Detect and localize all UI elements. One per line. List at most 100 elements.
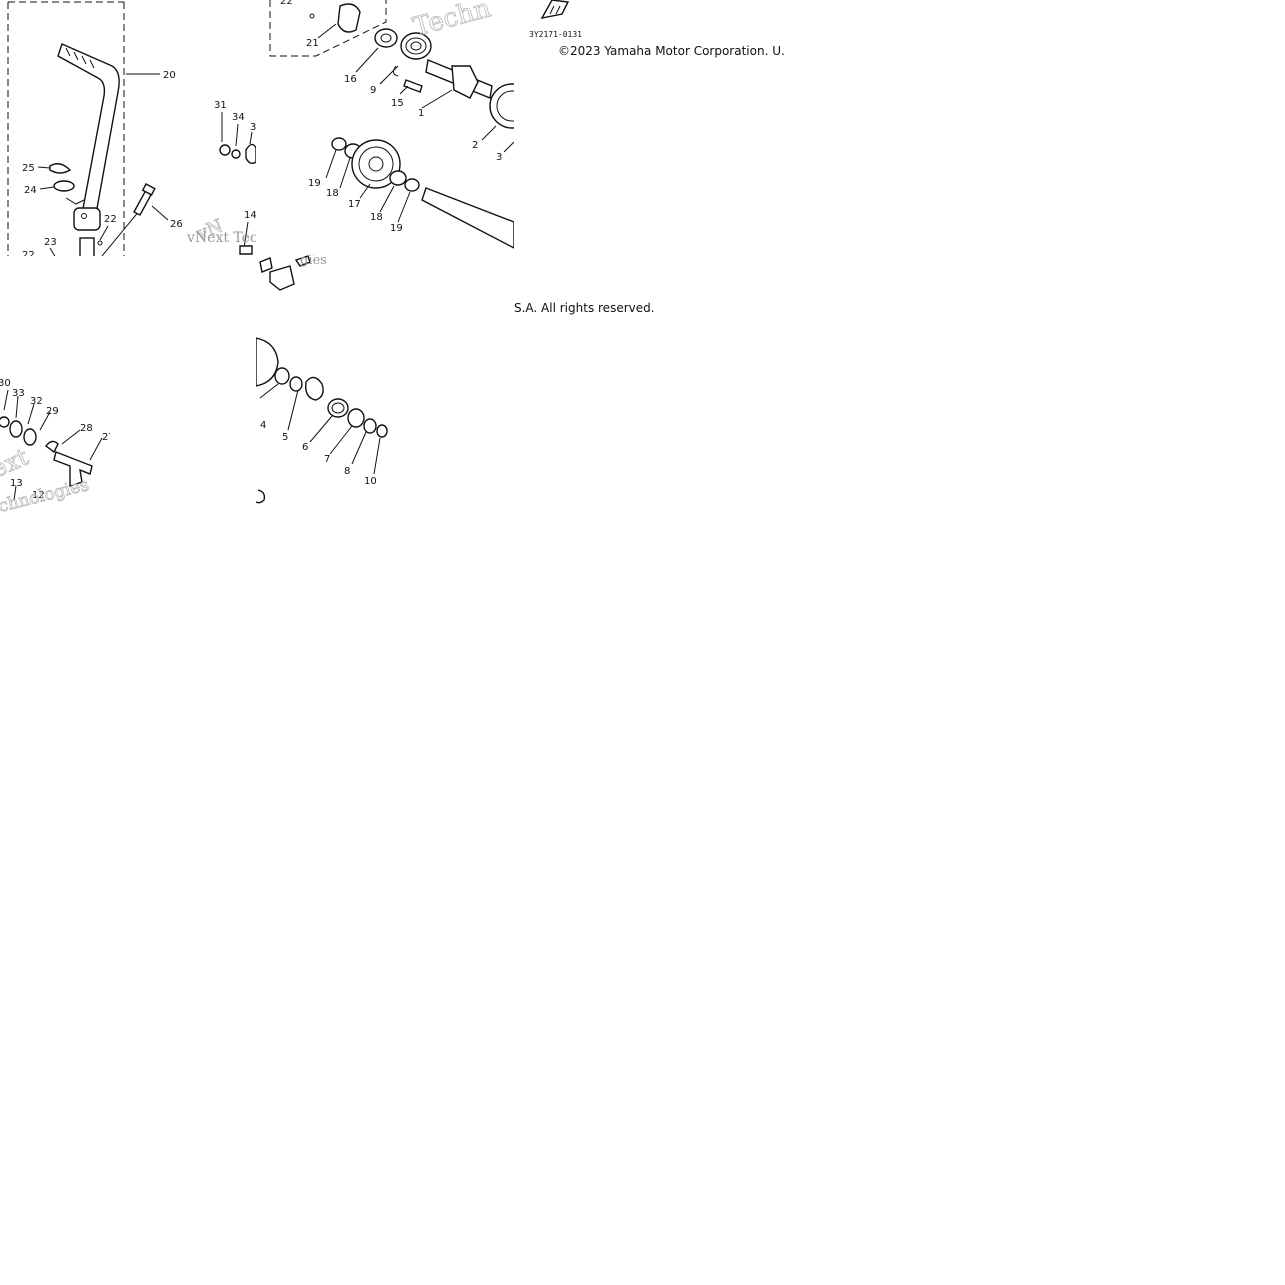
washer-24 — [53, 180, 75, 192]
leader-9 — [379, 65, 399, 85]
leader-15 — [399, 85, 409, 95]
leader-7 — [329, 425, 353, 455]
callout-3c: 3 — [496, 152, 502, 163]
washer-8b — [363, 418, 377, 434]
leader-26-axis — [101, 209, 141, 256]
callout-32: 32 — [30, 396, 43, 407]
drawing-code: 3Y2171-0131 — [529, 30, 582, 39]
callout-18b: 18 — [370, 212, 383, 223]
fwd-arrow-shape — [540, 0, 570, 19]
kick-shaft-drawing: 22 21 16 9 15 1 2 3 19 18 17 18 19 Techn… — [269, 0, 514, 256]
callout-22c: 22 — [280, 0, 293, 7]
leader-27 — [89, 437, 103, 461]
axle-fragment — [421, 187, 514, 249]
leader-33 — [15, 395, 19, 419]
leader-5 — [287, 389, 299, 431]
callout-4: 4 — [260, 420, 266, 431]
kick-gear-2 — [489, 83, 514, 129]
leader-21 — [317, 23, 337, 39]
oil-seal-16-inner — [380, 33, 392, 43]
callout-29: 29 — [46, 406, 59, 417]
leader-19b — [397, 191, 411, 223]
callout-17: 17 — [348, 199, 361, 210]
callout-25: 25 — [22, 163, 35, 174]
ratchet-parts-drawing: 4 5 6 7 8 10 — [256, 337, 388, 504]
leader-3b — [503, 141, 514, 153]
leader-13 — [13, 485, 17, 501]
callout-7: 7 — [324, 454, 330, 465]
lever-fragment-c — [294, 255, 311, 267]
copyright-line-2: S.A. All rights reserved. — [514, 301, 655, 315]
leader-17 — [359, 183, 371, 199]
callout-28: 28 — [80, 423, 93, 434]
watermark-gies-2: gies — [300, 253, 327, 268]
callout-14: 14 — [244, 210, 257, 221]
leader-18a — [339, 157, 351, 189]
assembly-box-2 — [269, 0, 387, 57]
leader-25 — [37, 166, 51, 169]
washer-33 — [9, 420, 23, 438]
callout-30: 30 — [0, 378, 11, 389]
leader-29 — [39, 411, 51, 431]
callout-22: 22 — [104, 214, 117, 225]
callout-33: 33 — [12, 388, 25, 399]
shift-shaft-drawing: 30 33 32 29 28 27 13 12 ext chnologies — [0, 378, 110, 514]
spring-9-coil — [405, 37, 427, 55]
callout-22b: 22 — [22, 250, 35, 256]
callout-1: 1 — [418, 108, 424, 119]
callout-15: 15 — [391, 98, 404, 109]
ratchet-21 — [337, 3, 361, 33]
diagram-tile-shift-shaft: 30 33 32 29 28 27 13 12 ext chnologies — [0, 374, 110, 514]
callout-21: 21 — [306, 38, 319, 49]
callout-19a: 19 — [308, 178, 321, 189]
circlip-25 — [49, 163, 72, 174]
callout-20: 20 — [163, 70, 176, 81]
leader-1 — [421, 89, 453, 109]
part-14 — [239, 245, 253, 255]
washer-4 — [274, 367, 290, 385]
stopper-15 — [403, 79, 423, 93]
idle-gear-17-hub — [368, 156, 384, 172]
fwd-arrow — [540, 0, 570, 19]
diagram-fragment-14: gies — [256, 252, 340, 294]
leader-26 — [151, 205, 169, 221]
idle-gear-17-teeth — [358, 146, 394, 182]
leader-22 — [99, 225, 109, 241]
pin-22b — [309, 13, 315, 19]
callout-6: 6 — [302, 442, 308, 453]
shift-shaft-27 — [53, 451, 93, 487]
washer-8 — [347, 408, 365, 428]
leader-24b — [65, 197, 85, 205]
lever-fragment-a — [259, 257, 273, 273]
nut-31 — [219, 144, 231, 156]
watermark-gies: gies — [302, 254, 331, 256]
callout-19b: 19 — [390, 223, 403, 234]
leader-34 — [235, 123, 239, 147]
washer-34 — [231, 149, 241, 159]
washer-18b — [389, 170, 407, 186]
callout-9: 9 — [370, 85, 376, 96]
diagram-tile-ratchet-parts: 4 5 6 7 8 10 — [256, 328, 396, 514]
leader-6 — [309, 415, 333, 443]
leader-28 — [61, 429, 81, 445]
callout-8: 8 — [344, 466, 350, 477]
bolt-26-head — [141, 183, 156, 196]
part-3-fragment — [245, 143, 257, 165]
callout-18a: 18 — [326, 188, 339, 199]
clip-5 — [289, 376, 303, 392]
kick-boss — [73, 207, 101, 231]
callout-3: 3 — [250, 122, 256, 133]
collar-32 — [23, 428, 37, 446]
fwd-arrow-hatch — [549, 5, 561, 15]
leader-4 — [259, 383, 279, 399]
callout-10: 10 — [364, 476, 377, 487]
diagram-tile-kick-lever: 20 25 24 22 23 22 26 31 34 3 14 vN vNext… — [0, 0, 258, 256]
leader-23 — [49, 247, 56, 256]
kick-lever-drawing: 20 25 24 22 23 22 26 31 34 3 14 vN vNext… — [7, 1, 258, 256]
kick-shaft-flange — [451, 65, 479, 99]
leader-2 — [481, 125, 497, 141]
boss-hole — [81, 213, 87, 219]
callout-16: 16 — [344, 74, 357, 85]
spring-9-coil-inner — [410, 41, 422, 51]
leader-8 — [351, 431, 367, 465]
